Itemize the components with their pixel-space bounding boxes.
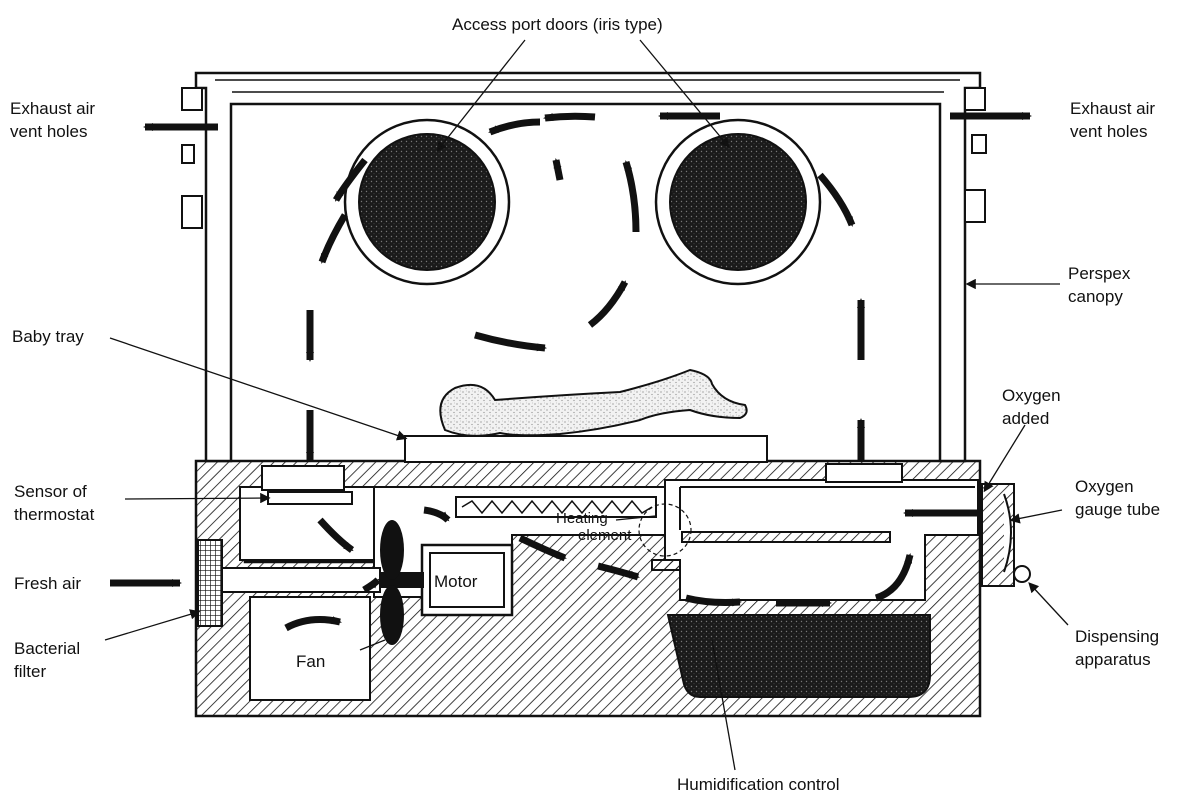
oxygen-gauge-tube [982,484,1030,586]
access-port-right [656,120,820,284]
water-reservoir [668,615,930,697]
oxygen-added-line2: added [1002,407,1061,430]
fresh-air-text: Fresh air [14,572,81,595]
heating-label: Heating element [556,510,631,544]
sensor-line1: Sensor of [14,480,94,503]
exhaust-left-label: Exhaust air vent holes [10,97,95,143]
access-port-left [345,120,509,284]
baby-tray-text: Baby tray [12,325,84,348]
sensor-label: Sensor of thermostat [14,480,94,526]
access-port-text: Access port doors (iris type) [452,13,663,36]
dispensing-label: Dispensing apparatus [1075,625,1159,671]
bacterial-filter-line1: Bacterial [14,637,80,660]
perspex-label: Perspex canopy [1068,262,1130,308]
humidification-text: Humidification control [677,773,840,796]
baby-tray [405,436,767,462]
sensor-line2: thermostat [14,503,94,526]
perspex-line2: canopy [1068,285,1130,308]
bacterial-filter-line2: filter [14,660,80,683]
baby-figure [440,370,746,436]
oxygen-gauge-line1: Oxygen [1075,475,1160,498]
heating-line2: element [578,527,631,544]
oxygen-gauge-line2: gauge tube [1075,498,1160,521]
exhaust-right-line1: Exhaust air [1070,97,1155,120]
dispensing-line1: Dispensing [1075,625,1159,648]
oxygen-gauge-label: Oxygen gauge tube [1075,475,1160,521]
motor-text: Motor [434,570,477,593]
bacterial-filter [198,540,222,626]
oxygen-added-label: Oxygen added [1002,384,1061,430]
exhaust-left-line2: vent holes [10,120,95,143]
perspex-line1: Perspex [1068,262,1130,285]
bacterial-filter-label: Bacterial filter [14,637,80,683]
heating-line1: Heating [556,510,631,527]
access-port-label: Access port doors (iris type) [452,13,663,36]
oxygen-added-line1: Oxygen [1002,384,1061,407]
exhaust-left-line1: Exhaust air [10,97,95,120]
thermostat-sensor [268,492,352,504]
fan-text: Fan [296,650,325,673]
baby-tray-label: Baby tray [12,325,84,348]
fresh-air-label: Fresh air [14,572,81,595]
motor-label: Motor [434,570,477,593]
exhaust-right-label: Exhaust air vent holes [1070,97,1155,143]
fan-label: Fan [296,650,325,673]
dispensing-line2: apparatus [1075,648,1159,671]
exhaust-right-line2: vent holes [1070,120,1155,143]
humidification-label: Humidification control [677,773,840,796]
